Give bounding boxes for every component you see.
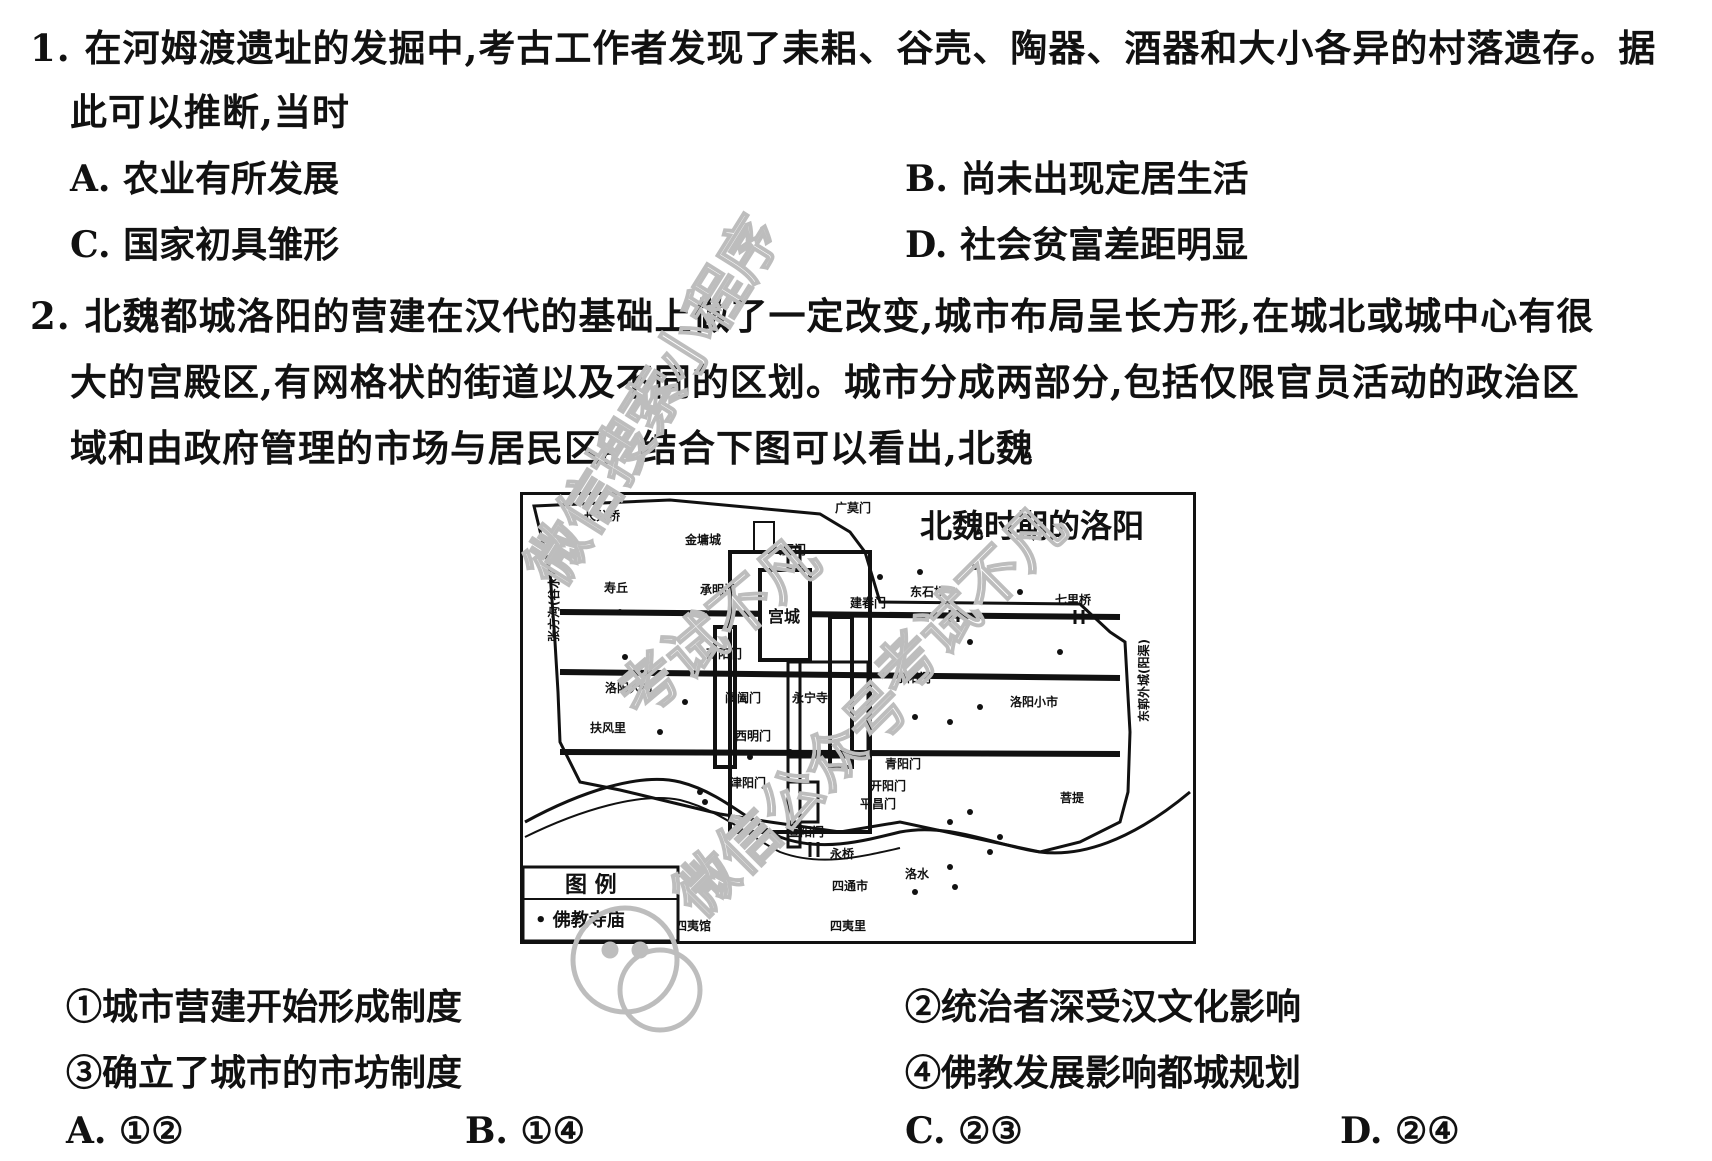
map-label: 青阳门 — [885, 756, 921, 771]
q2-option-a[interactable]: A. ①② — [66, 1110, 184, 1152]
map-legend-title: 图 例 — [565, 872, 617, 898]
q2-option-c[interactable]: C. ②③ — [905, 1110, 1023, 1152]
map-label: 津阳门 — [730, 775, 766, 790]
map-label: 扶风里 — [590, 720, 626, 735]
map-label: 承明门 — [700, 582, 736, 597]
map-label: 金墉城 — [684, 532, 721, 547]
q2-statement-2: ②统治者深受汉文化影响 — [905, 986, 1302, 1028]
q1-option-c[interactable]: C. 国家初具雏形 — [70, 224, 340, 266]
map-label: 开阳门 — [870, 778, 906, 793]
map-label: 永桥 — [829, 846, 855, 861]
map-label: 永宁寺 — [791, 690, 828, 705]
q2-stem-line3: 域和由政府管理的市场与居民区。结合下图可以看出,北魏 — [70, 426, 1034, 470]
map-label: 西明门 — [735, 728, 771, 743]
map-label: 平昌门 — [860, 796, 896, 811]
q1-stem-line1: 1. 在河姆渡遗址的发掘中,考古工作者发现了耒耜、谷壳、陶器、酒器和大小各异的村… — [30, 26, 1657, 70]
luoyang-map: 宫城 北魏时期的洛阳 长分桥 广莫门 金墉城 大夏门 寿丘 承明门 建春门 东石… — [520, 492, 1196, 944]
map-label: 七里桥 — [1055, 592, 1092, 607]
map-label: 洛阳大市 — [605, 680, 653, 695]
q2-stem-line2: 大的宫殿区,有网格状的街道以及不同的区划。城市分成两部分,包括仅限官员活动的政治… — [70, 360, 1580, 404]
map-labels: 长分桥 广莫门 金墉城 大夏门 寿丘 承明门 建春门 东石桥 七里桥 西阳门 洛… — [546, 500, 1151, 933]
q1-stem-line2: 此可以推断,当时 — [70, 90, 350, 134]
map-label: 菩提 — [1060, 790, 1085, 805]
q2-stem-line1: 2. 北魏都城洛阳的营建在汉代的基础上做了一定改变,城市布局呈长方形,在城北或城… — [30, 294, 1595, 338]
temple-dots — [617, 564, 1063, 895]
q2-statement-1: ①城市营建开始形成制度 — [66, 986, 463, 1028]
map-label: 宣阳门 — [788, 824, 824, 839]
map-label: 东阳门 — [895, 670, 931, 685]
map-label: 东郭外城(阳渠) — [1136, 639, 1151, 722]
q2-statement-4: ④佛教发展影响都城规划 — [905, 1052, 1302, 1094]
map-label: 洛阳小市 — [1010, 694, 1058, 709]
q1-option-d[interactable]: D. 社会贫富差距明显 — [905, 224, 1249, 266]
map-label: 建春门 — [849, 595, 886, 610]
q2-statement-3: ③确立了城市的市坊制度 — [66, 1052, 463, 1094]
map-label: 四夷里 — [830, 918, 866, 933]
map-label: 寿丘 — [604, 580, 628, 595]
map-label: 东石桥 — [910, 584, 947, 599]
map-label: 张方沟(谷水) — [546, 571, 561, 642]
map-title: 北魏时期的洛阳 — [920, 507, 1144, 545]
map-label: 广莫门 — [835, 500, 871, 515]
map-label: 阊阖门 — [725, 690, 761, 705]
map-label: 长分桥 — [584, 508, 621, 523]
map-label: 四夷馆 — [675, 918, 711, 933]
q1-option-b[interactable]: B. 尚未出现定居生活 — [905, 158, 1249, 200]
q2-option-b[interactable]: B. ①④ — [465, 1110, 586, 1152]
map-label: 大夏门 — [770, 542, 806, 557]
q1-option-a[interactable]: A. 农业有所发展 — [70, 158, 339, 200]
map-palace-label: 宫城 — [768, 607, 800, 626]
q2-option-d[interactable]: D. ②④ — [1340, 1110, 1460, 1152]
map-label: 四通市 — [832, 878, 868, 893]
map-legend-item: • 佛教寺庙 — [535, 909, 625, 931]
map-label: 西阳门 — [706, 646, 742, 661]
map-label: 洛水 — [905, 866, 930, 881]
